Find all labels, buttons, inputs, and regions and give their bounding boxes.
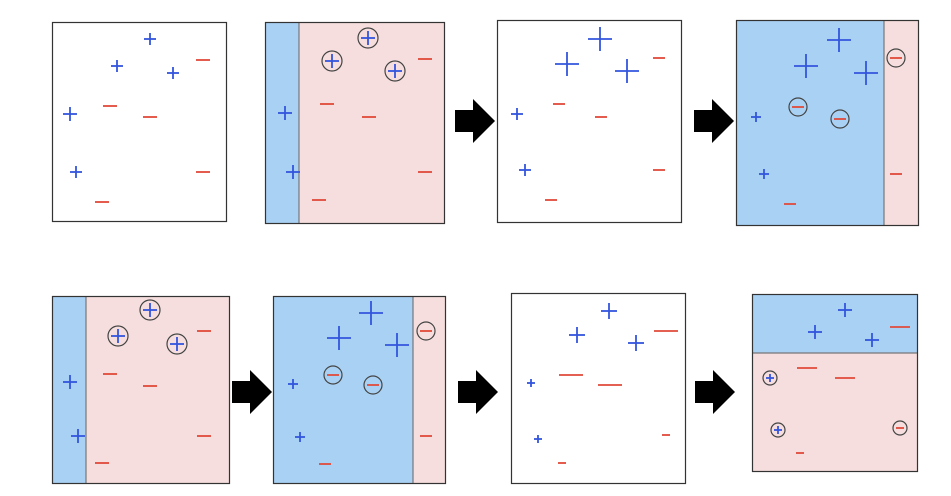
positive-region [736, 20, 884, 226]
misclassified-circle [139, 299, 161, 321]
positive-sample [288, 379, 298, 389]
negative-sample [788, 97, 808, 117]
misclassified-circle [363, 375, 383, 395]
positive-sample [139, 299, 161, 321]
panel-background [497, 20, 682, 223]
panel-2 [264, 21, 446, 225]
misclassified-circle [892, 420, 908, 436]
positive-sample [588, 27, 612, 51]
panel-border [510, 292, 687, 485]
panel-border [272, 295, 447, 485]
misclassified-circle [416, 321, 436, 341]
positive-sample [63, 107, 77, 121]
right-arrow-icon [694, 99, 734, 143]
misclassified-circle [166, 333, 188, 355]
negative-sample [416, 321, 436, 341]
panel-4 [735, 19, 920, 227]
negative-region [884, 20, 919, 226]
panel-3 [496, 19, 683, 224]
positive-region [265, 22, 299, 224]
misclassified-circle [357, 27, 379, 49]
positive-sample [827, 28, 851, 52]
right-arrow-icon [455, 99, 495, 143]
positive-sample [759, 169, 769, 179]
negative-region [86, 296, 230, 484]
positive-region [273, 296, 413, 484]
positive-sample [854, 61, 878, 85]
positive-sample [762, 370, 778, 386]
panel-8 [751, 293, 919, 473]
misclassified-circle [384, 60, 406, 82]
positive-sample [751, 112, 761, 122]
panel-1 [51, 21, 228, 223]
positive-sample [615, 59, 639, 83]
positive-sample [327, 326, 351, 350]
misclassified-circle [830, 109, 850, 129]
positive-sample [357, 27, 379, 49]
positive-sample [527, 379, 535, 387]
positive-sample [70, 166, 82, 178]
positive-sample [167, 67, 179, 79]
positive-sample [555, 52, 579, 76]
positive-sample [838, 303, 852, 317]
right-arrow-icon [695, 370, 735, 414]
positive-sample [71, 429, 85, 443]
negative-sample [323, 365, 343, 385]
panel-border [735, 19, 920, 227]
panel-border [751, 293, 919, 473]
positive-sample [166, 333, 188, 355]
panel-6 [272, 295, 447, 485]
positive-sample [286, 165, 300, 179]
misclassified-circle [886, 48, 906, 68]
negative-region [752, 353, 918, 472]
panel-background [511, 293, 686, 484]
positive-sample [144, 33, 156, 45]
positive-sample [111, 60, 123, 72]
positive-sample [808, 325, 822, 339]
positive-sample [770, 422, 786, 438]
misclassified-circle [107, 325, 129, 347]
positive-sample [511, 108, 523, 120]
positive-region [752, 294, 918, 353]
positive-sample [278, 106, 292, 120]
right-arrow-icon [232, 370, 272, 414]
positive-sample [865, 333, 879, 347]
positive-region [52, 296, 86, 484]
positive-sample [63, 375, 77, 389]
positive-sample [321, 50, 343, 72]
negative-region [299, 22, 445, 224]
misclassified-circle [323, 365, 343, 385]
positive-sample [385, 333, 409, 357]
positive-sample [534, 435, 542, 443]
panel-background [52, 22, 227, 222]
panel-border [496, 19, 683, 224]
panel-border [264, 21, 446, 225]
negative-sample [830, 109, 850, 129]
positive-sample [601, 303, 617, 319]
misclassified-circle [762, 370, 778, 386]
negative-sample [363, 375, 383, 395]
positive-sample [794, 54, 818, 78]
panel-7 [510, 292, 687, 485]
panel-border [51, 21, 228, 223]
positive-sample [384, 60, 406, 82]
positive-sample [628, 335, 644, 351]
right-arrow-icon [458, 370, 498, 414]
panel-5 [51, 295, 231, 485]
misclassified-circle [788, 97, 808, 117]
negative-sample [892, 420, 908, 436]
positive-sample [359, 301, 383, 325]
positive-sample [295, 432, 305, 442]
positive-sample [569, 327, 585, 343]
negative-sample [886, 48, 906, 68]
misclassified-circle [770, 422, 786, 438]
panel-border [51, 295, 231, 485]
misclassified-circle [321, 50, 343, 72]
positive-sample [107, 325, 129, 347]
negative-region [413, 296, 446, 484]
positive-sample [519, 164, 531, 176]
